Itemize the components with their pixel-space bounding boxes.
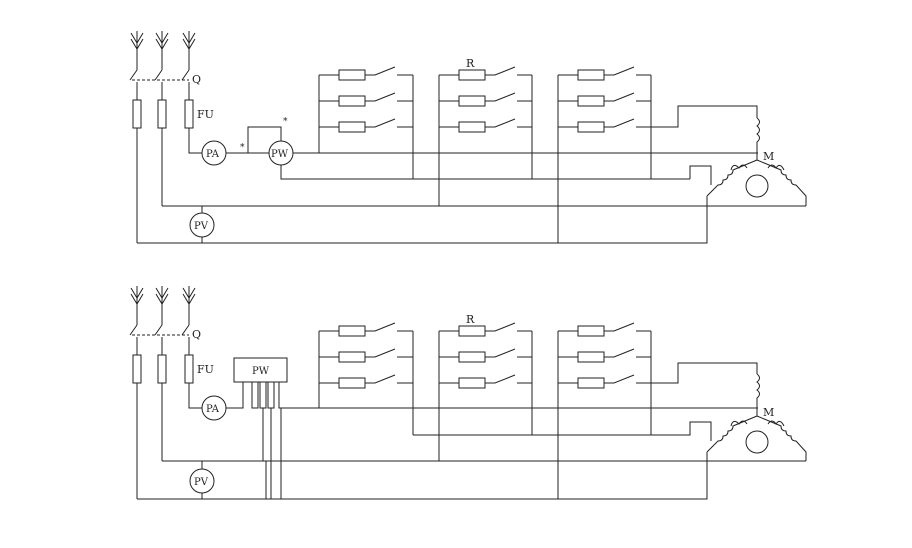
supply-terminals <box>130 286 196 325</box>
fuses-fu <box>132 99 194 129</box>
resistor <box>458 351 486 363</box>
resistor <box>577 121 605 133</box>
resistor <box>458 377 486 389</box>
wattmeter-label: PW <box>252 366 270 377</box>
resistor-bank <box>557 66 651 153</box>
wattmeter-label: PW <box>271 149 289 160</box>
resistor <box>458 325 486 337</box>
bus-wiring <box>137 331 806 500</box>
resistor-bank <box>318 322 413 408</box>
voltmeter-label: PV <box>194 221 209 232</box>
resistor <box>577 325 605 337</box>
resistor <box>577 377 605 389</box>
switch-label-q: Q <box>192 328 201 341</box>
top-circuit-diagram: Q FU PA * PW * R <box>129 31 807 244</box>
ammeter-label: PA <box>206 149 220 160</box>
resistor-bank <box>438 322 532 408</box>
polarity-mark-current: * <box>240 143 245 153</box>
supply-lines <box>136 383 202 499</box>
polarity-mark-voltage: * <box>283 117 288 127</box>
ammeter-label: PA <box>206 404 220 415</box>
voltmeter-label: PV <box>194 477 209 488</box>
bus-wiring <box>137 75 806 244</box>
resistor <box>338 377 366 389</box>
motor-label-m: M <box>763 150 774 163</box>
voltmeter-pv <box>189 468 215 494</box>
resistor <box>338 325 366 337</box>
resistor-bank <box>438 66 532 153</box>
motor-m <box>706 117 807 206</box>
resistor-banks <box>318 322 651 408</box>
fuse-label-fu: FU <box>197 363 214 376</box>
supply-lines <box>136 128 202 243</box>
motor-label-m: M <box>763 406 774 419</box>
resistor-label-r: R <box>466 57 475 70</box>
resistor <box>577 351 605 363</box>
resistor <box>338 351 366 363</box>
resistor-label-r: R <box>466 313 475 326</box>
resistor <box>577 69 605 81</box>
switch-label-q: Q <box>192 73 201 86</box>
voltmeter-pv <box>189 212 215 238</box>
bottom-circuit-diagram: Q FU PA PW R <box>129 286 807 500</box>
resistor <box>577 95 605 107</box>
resistor <box>338 95 366 107</box>
resistor <box>458 121 486 133</box>
knife-switch-q <box>129 69 190 100</box>
resistor <box>458 95 486 107</box>
motor-m <box>706 373 807 461</box>
resistor <box>458 69 486 81</box>
wattmeter-pw <box>233 357 288 383</box>
wattmeter-leads <box>262 382 319 499</box>
fuse-label-fu: FU <box>197 108 214 121</box>
wattmeter-terminals <box>251 381 275 409</box>
resistor <box>338 69 366 81</box>
supply-terminals <box>130 31 196 70</box>
fuses-fu <box>132 354 194 384</box>
knife-switch-q <box>129 324 190 355</box>
resistor-banks <box>318 66 651 153</box>
resistor-bank <box>318 66 413 153</box>
resistor <box>338 121 366 133</box>
resistor-bank <box>557 322 651 408</box>
